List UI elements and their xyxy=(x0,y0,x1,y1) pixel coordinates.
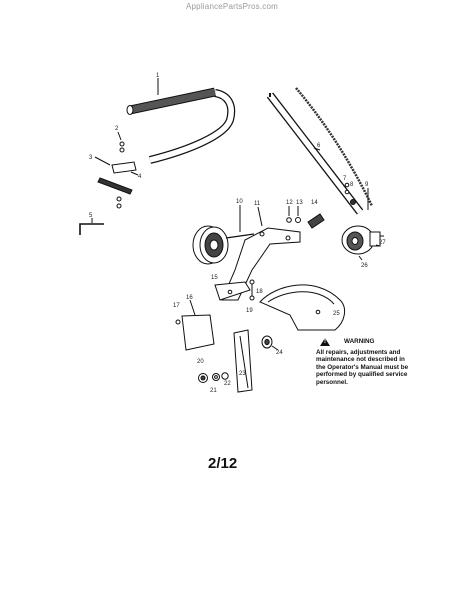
shield-plate xyxy=(175,299,215,351)
shaft-screws xyxy=(344,182,369,210)
callout-labels: 1 2 3 4 5 6 7 8 9 10 11 12 13 14 15 16 1… xyxy=(89,73,386,394)
callout-6: 6 xyxy=(317,143,321,149)
callout-22: 22 xyxy=(224,381,231,387)
hex-key xyxy=(79,218,104,235)
callout-19: 19 xyxy=(246,308,253,314)
edger-bracket xyxy=(214,206,301,301)
callout-10: 10 xyxy=(236,199,243,205)
warning-line: the Operator's Manual must be xyxy=(316,363,409,371)
callout-7: 7 xyxy=(343,176,347,182)
callout-14: 14 xyxy=(311,200,318,206)
warning-line: All repairs, adjustments and xyxy=(316,349,401,356)
callout-25: 25 xyxy=(333,311,340,317)
callout-9: 9 xyxy=(365,182,369,188)
blade-nut-washers xyxy=(198,372,229,383)
callout-18: 18 xyxy=(256,289,263,295)
callout-15: 15 xyxy=(211,275,218,281)
handle-assembly xyxy=(126,78,236,164)
callout-12: 12 xyxy=(286,200,293,206)
callout-21: 21 xyxy=(210,388,217,394)
gearbox xyxy=(341,225,384,261)
shaft-tube xyxy=(266,87,374,215)
callout-1: 1 xyxy=(156,73,160,79)
callout-24: 24 xyxy=(276,350,283,356)
bracket-fasteners xyxy=(249,279,255,301)
edger-blade xyxy=(233,329,253,393)
bracket-knob xyxy=(286,206,325,229)
callout-4: 4 xyxy=(138,174,142,180)
callout-2: 2 xyxy=(115,126,119,132)
callout-16: 16 xyxy=(186,295,193,301)
warning-title: WARNING xyxy=(344,338,375,346)
callout-27: 27 xyxy=(379,240,386,246)
callout-11: 11 xyxy=(254,201,261,207)
blade-guard xyxy=(259,284,346,331)
callout-26: 26 xyxy=(361,263,368,269)
callout-17: 17 xyxy=(173,303,180,309)
callout-20: 20 xyxy=(197,359,204,365)
callout-3: 3 xyxy=(89,155,93,161)
warning-line: personnel. xyxy=(316,378,348,386)
upper-clamp xyxy=(94,131,139,209)
callout-8: 8 xyxy=(350,182,354,188)
wheel-assembly xyxy=(192,205,255,265)
warning-icon: ! xyxy=(320,338,330,346)
blade-adapter xyxy=(261,335,279,351)
warning-line: performed by qualified service xyxy=(316,371,408,379)
warning-notice: ! WARNING All repairs, adjustments and m… xyxy=(316,338,416,386)
callout-5: 5 xyxy=(89,213,93,219)
callout-23: 23 xyxy=(239,371,246,377)
warning-line: maintenance not described in xyxy=(316,356,405,364)
watermark: AppliancePartsPros.com xyxy=(186,2,278,11)
page-number: 2/12 xyxy=(208,455,238,472)
callout-13: 13 xyxy=(296,200,303,206)
